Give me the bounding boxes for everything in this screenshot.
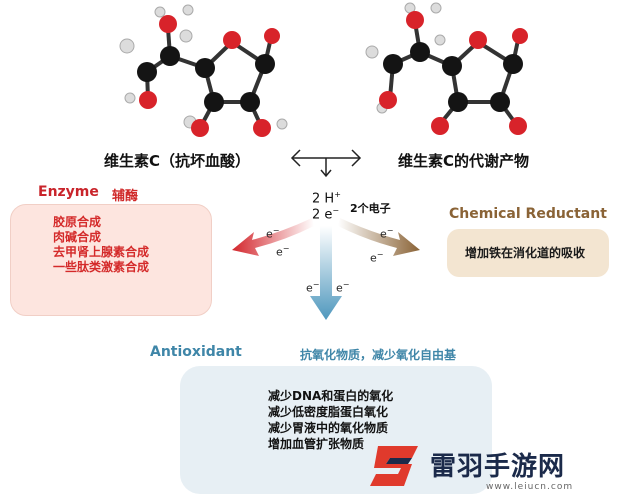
antioxidant-title: Antioxidant bbox=[150, 344, 242, 360]
antioxidant-item: 减少低密度脂蛋白氧化 bbox=[268, 405, 389, 419]
watermark: 雷羽手游网 www.leiucn.com bbox=[368, 438, 608, 496]
reductant-title: Chemical Reductant bbox=[449, 206, 607, 222]
antioxidant-item: 减少DNA和蛋白的氧化 bbox=[268, 389, 394, 403]
dehydroascorbic-acid-molecule bbox=[365, 2, 528, 135]
enzyme-item: 肉碱合成 bbox=[53, 230, 102, 244]
electron-label: e− bbox=[276, 244, 290, 259]
antioxidant-subtitle: 抗氧化物质，减少氧化自由基 bbox=[300, 348, 457, 362]
reaction-arrows bbox=[232, 149, 420, 320]
electrons-label: 2 e− bbox=[312, 206, 340, 223]
metabolite-caption: 维生素C的代谢产物 bbox=[398, 152, 530, 170]
enzyme-item: 一些肽类激素合成 bbox=[53, 260, 150, 274]
enzyme-subtitle: 辅酶 bbox=[112, 189, 139, 204]
enzyme-title: Enzyme bbox=[38, 184, 99, 200]
enzyme-arrow bbox=[232, 218, 314, 256]
electron-label: e− bbox=[336, 280, 350, 295]
antioxidant-box: 减少DNA和蛋白的氧化 减少低密度脂蛋白氧化 减少胃液中的氧化物质 增加血管扩张… bbox=[180, 366, 492, 494]
enzyme-box: 胶原合成 肉碱合成 去甲肾上腺素合成 一些肽类激素合成 bbox=[10, 204, 212, 316]
reductant-box: 增加铁在消化道的吸收 bbox=[447, 229, 609, 277]
reductant-arrow bbox=[338, 218, 420, 256]
reductant-item: 增加铁在消化道的吸收 bbox=[465, 246, 586, 260]
watermark-logo-icon bbox=[370, 446, 418, 486]
electron-label: e− bbox=[266, 226, 280, 241]
reversible-arrow bbox=[290, 149, 362, 178]
electron-label: e− bbox=[380, 226, 394, 241]
electron-count-label: 2个电子 bbox=[350, 202, 391, 215]
molecule-illustrations bbox=[119, 2, 528, 137]
hydrogen-ions-label: 2 H+ bbox=[312, 190, 341, 207]
antioxidant-arrow bbox=[310, 226, 342, 320]
enzyme-item: 胶原合成 bbox=[53, 215, 102, 229]
watermark-url: www.leiucn.com bbox=[486, 482, 574, 492]
ascorbic-acid-molecule bbox=[119, 4, 288, 137]
ascorbic-acid-caption: 维生素C（抗坏血酸） bbox=[104, 152, 251, 170]
antioxidant-item: 减少胃液中的氧化物质 bbox=[268, 421, 389, 435]
watermark-text: 雷羽手游网 bbox=[430, 452, 566, 482]
antioxidant-item: 增加血管扩张物质 bbox=[268, 437, 365, 451]
electron-label: e− bbox=[306, 280, 320, 295]
enzyme-item: 去甲肾上腺素合成 bbox=[53, 245, 150, 259]
electron-label: e− bbox=[370, 250, 384, 265]
